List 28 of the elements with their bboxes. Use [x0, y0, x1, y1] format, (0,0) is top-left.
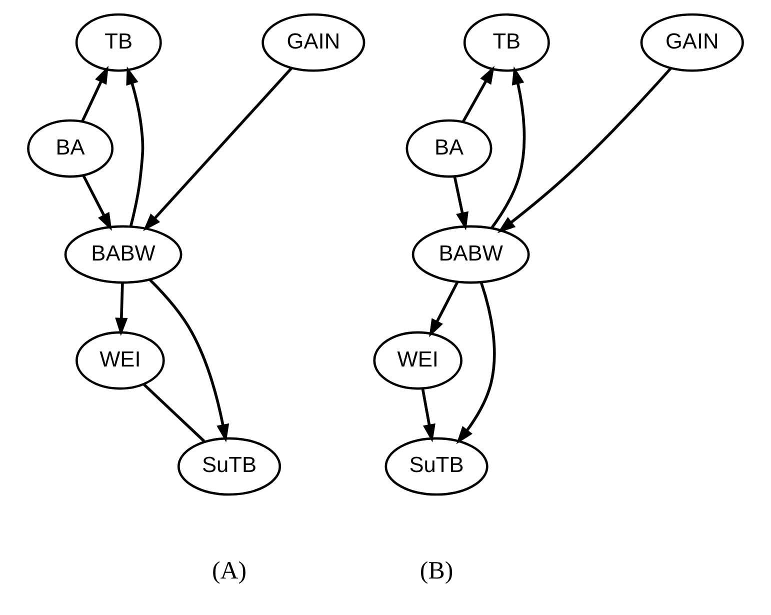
arrow: [149, 278, 230, 442]
arrow: [143, 67, 293, 232]
arrow: [115, 283, 128, 336]
arrow: [490, 66, 526, 229]
node-ellipse: TB: [463, 13, 550, 72]
node-ellipse: BA: [27, 119, 114, 178]
arrow: [456, 282, 496, 444]
arrow: [126, 66, 144, 227]
arrow: [81, 66, 108, 122]
node-ellipse: WEI: [76, 331, 165, 390]
arrow: [497, 68, 672, 234]
node-ellipse: SuTB: [177, 437, 282, 496]
arrow: [421, 388, 436, 442]
label: (B): [420, 557, 454, 584]
node-ellipse: WEI: [373, 331, 462, 390]
node-ellipse: SuTB: [384, 437, 488, 496]
node-ellipse: BA: [406, 119, 492, 178]
node-ellipse: GAIN: [262, 13, 366, 72]
connector: [142, 383, 206, 442]
arrow: [82, 174, 112, 231]
label: (A): [212, 557, 247, 584]
node-ellipse: BABW: [64, 225, 182, 284]
arrow: [429, 281, 459, 338]
node-ellipse: BABW: [412, 225, 530, 284]
node-ellipse: GAIN: [640, 13, 744, 72]
node-ellipse: TB: [75, 13, 162, 72]
arrow: [462, 66, 494, 123]
arrow: [453, 176, 468, 230]
